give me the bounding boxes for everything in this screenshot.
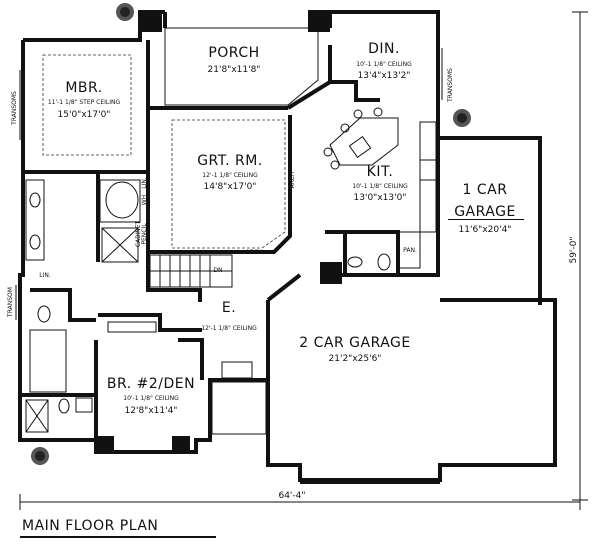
- cabinet-label: CABINET: [135, 221, 142, 247]
- linen-label: LIN.: [39, 272, 51, 279]
- toilet: [58, 398, 70, 414]
- grt-rm-size: 14'8"x17'0": [204, 182, 257, 192]
- transoms-label: TRANSOMS: [447, 68, 454, 103]
- porch-outline: [164, 27, 330, 106]
- plan-title-underline: [20, 536, 216, 538]
- arch-label: ARCH: [246, 249, 263, 256]
- vanity: [25, 179, 45, 261]
- br2-size: 12'8"x11'4": [125, 406, 178, 416]
- garage2-size: 21'2"x25'6": [329, 354, 382, 364]
- sink: [347, 256, 363, 268]
- built-in-counter: [107, 321, 157, 333]
- kit-ceiling: 10'-1 1/8" CEILING: [352, 183, 408, 190]
- corner-post: [172, 436, 190, 454]
- corner-post: [320, 262, 342, 284]
- tree-icon: [116, 3, 134, 21]
- kitchen-island: [323, 107, 399, 170]
- tree-icon: [31, 447, 49, 465]
- br2-name: BR. #2/DEN: [107, 376, 195, 392]
- range: [419, 159, 437, 181]
- transom-label: TRANSOM: [7, 287, 14, 318]
- front-door-landing: [221, 361, 253, 379]
- kitchen-counter: [419, 121, 437, 233]
- grt-rm-name: GRT. RM.: [197, 153, 263, 169]
- mbr-step-ceiling-outline: [42, 54, 132, 156]
- din-name: DIN.: [368, 41, 400, 57]
- pencil-label: PENCIL: [141, 223, 148, 245]
- bathtub: [105, 181, 139, 219]
- shower: [101, 227, 139, 263]
- toilet: [377, 253, 391, 271]
- br2-ceiling: 10'-1 1/8" CEILING: [123, 395, 179, 402]
- corner-post: [96, 436, 114, 454]
- sink: [29, 192, 41, 208]
- porch-size: 21'8"x11'8": [208, 65, 261, 75]
- toilet: [37, 305, 51, 323]
- tree-icon: [453, 109, 471, 127]
- water-heater-label: WH: [141, 195, 148, 205]
- corner-post: [308, 10, 330, 32]
- transoms-label: TRANSOMS: [11, 91, 18, 126]
- garage1-name-line1: 1 CAR: [463, 182, 508, 198]
- mbr-ceiling: 11'-1 1/8" STEP CEILING: [48, 99, 121, 106]
- front-stoop: [211, 381, 267, 435]
- linen-vertical-label: LIN.: [141, 177, 148, 189]
- tub-deck: [99, 179, 141, 223]
- grt-rm-ceiling: 12'-1 1/8" CEILING: [202, 172, 258, 179]
- sink: [29, 234, 41, 250]
- garage1-underline: [448, 219, 524, 220]
- garage1-name-line2: GARAGE: [454, 204, 516, 220]
- mbr-size: 15'0"x17'0": [58, 110, 111, 120]
- overall-width: 64'-4": [278, 491, 305, 501]
- arch-label: ARCH: [289, 172, 296, 189]
- din-size: 13'4"x13'2": [358, 71, 411, 81]
- staircase: [149, 254, 233, 288]
- sink: [75, 397, 93, 413]
- stairs-down-label: DN: [213, 267, 222, 274]
- garage1-size: 11'6"x20'4": [459, 225, 512, 235]
- shower-small: [25, 399, 49, 433]
- kit-size: 13'0"x13'0": [354, 193, 407, 203]
- pantry-label: PAN.: [403, 247, 417, 254]
- plan-title: MAIN FLOOR PLAN: [22, 518, 159, 534]
- width-dimension-line: [19, 494, 581, 510]
- garage2-name: 2 CAR GARAGE: [299, 335, 411, 351]
- mbr-name: MBR.: [65, 80, 102, 96]
- entry-ceiling: 12'-1 1/8" CEILING: [201, 325, 257, 332]
- closet-rack: [29, 329, 67, 393]
- din-ceiling: 10'-1 1/8" CEILING: [356, 61, 412, 68]
- pantry-shelves: [397, 231, 421, 269]
- kit-name: KIT.: [367, 164, 394, 180]
- porch-name: PORCH: [208, 45, 259, 61]
- overall-depth: 59'-0": [569, 236, 579, 263]
- corner-post: [140, 10, 162, 32]
- entry-name: E.: [222, 300, 236, 316]
